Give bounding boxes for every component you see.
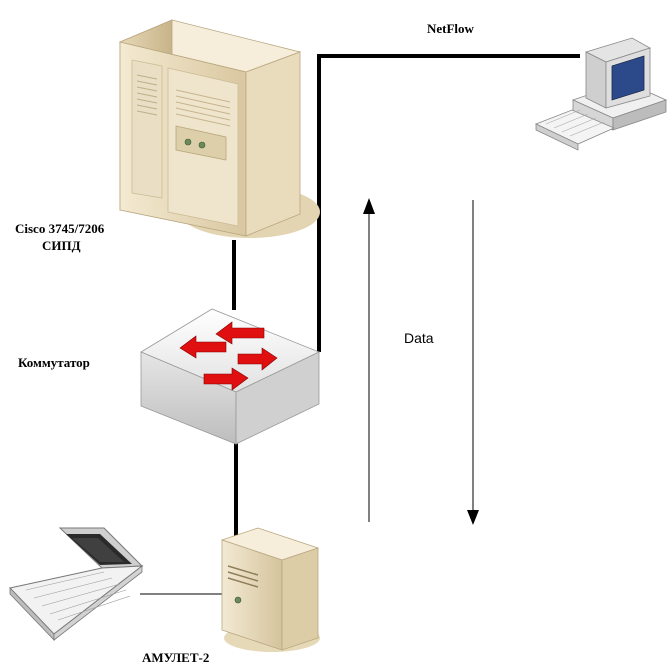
connections	[140, 54, 580, 595]
router-led	[184, 138, 192, 146]
arrow-right-icon	[203, 367, 249, 391]
network-switch-icon	[140, 308, 320, 445]
switch-arrows	[179, 321, 278, 391]
switch-label: Коммутатор	[18, 355, 90, 370]
data-flow-label: Data	[404, 330, 434, 346]
server-tower-icon	[118, 19, 320, 238]
router-label-model: Cisco 3745/7206	[15, 221, 105, 236]
router-label-sipd: СИПД	[42, 238, 81, 253]
laptop-icon	[9, 527, 144, 641]
netflow-link	[317, 54, 580, 352]
desktop-computer-icon	[534, 37, 668, 151]
upward-arrowhead	[363, 198, 375, 214]
downward-arrowhead	[467, 510, 479, 525]
arrow-left-icon	[215, 321, 265, 345]
small-server-icon	[220, 527, 320, 652]
arrow-left-icon	[179, 335, 227, 359]
amulet-label: АМУЛЕТ-2	[142, 650, 210, 665]
router-led	[198, 141, 206, 149]
netflow-label: NetFlow	[427, 21, 474, 36]
arrow-right-icon	[237, 347, 278, 371]
data-flow-arrows	[363, 198, 479, 525]
